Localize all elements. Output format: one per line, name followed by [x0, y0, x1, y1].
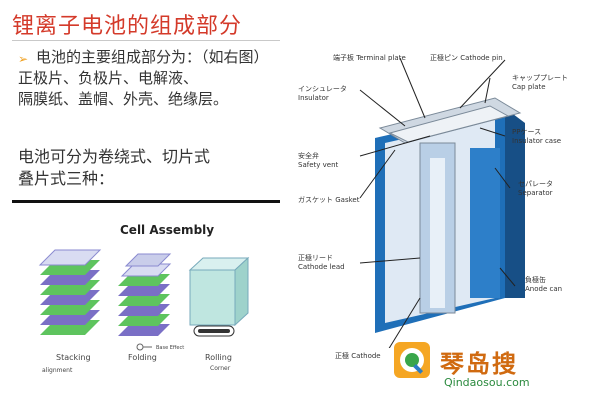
bullet-line-3: 隔膜纸、盖帽、外壳、绝缘层。 [18, 90, 229, 108]
title-rule [12, 40, 280, 41]
section-divider [12, 200, 280, 203]
stacking-stack-illustration [38, 249, 102, 335]
assembly-label-folding: Folding [128, 353, 157, 362]
slide-title: 锂离子电池的组成部分 [12, 14, 243, 39]
label-anode-can-en: Anode can [525, 285, 563, 293]
label-cathode-pin: 正極ピン Cathode pin [430, 54, 503, 62]
label-cathode-lead-jp: 正極リード [298, 254, 333, 262]
label-insulator-case-jp: PPケース [512, 128, 542, 136]
label-insulator-case-en: Insulator case [512, 137, 562, 145]
assembly-small-alignment: alignment [42, 367, 73, 374]
assembly-label-rolling: Rolling [205, 353, 232, 362]
types-line-1: 电池可分为卷绕式、切片式 [18, 147, 211, 166]
label-separator-jp: セパレータ [518, 180, 553, 188]
rolling-illustration [188, 256, 250, 337]
label-cathode: 正極 Cathode [335, 352, 381, 360]
types-line-2: 叠片式三种： [18, 169, 115, 188]
label-separator-en: Separator [518, 189, 553, 197]
label-safety-vent-jp: 安全弁 [298, 152, 319, 160]
label-cathode-lead-en: Cathode lead [298, 263, 345, 271]
label-terminal-plate: 端子板 Terminal plate [333, 54, 406, 62]
watermark-logo-icon [394, 342, 430, 378]
watermark-name: 琴岛搜 [440, 350, 518, 378]
bullet-line-1: 电池的主要组成部分为：（如右图） [36, 48, 269, 66]
label-safety-vent-en: Safety vent [298, 161, 339, 169]
watermark-url: Qindaosou.com [444, 376, 530, 389]
battery-cross-section-diagram [359, 57, 525, 348]
label-cap-plate-en: Cap plate [512, 83, 546, 91]
label-insulator-jp: インシュレータ [298, 85, 347, 93]
label-anode-can-jp: 負極缶 [525, 276, 546, 284]
cell-assembly-title: Cell Assembly [120, 223, 215, 237]
assembly-small-corner: Corner [210, 365, 231, 372]
label-cap-plate-jp: キャッププレート [512, 74, 568, 82]
bullet-line-2: 正极片、负极片、电解液、 [18, 69, 199, 87]
bullet-arrow-icon: ➢ [18, 52, 29, 66]
assembly-small-base-effect: Base Effect [156, 345, 185, 351]
label-insulator-en: Insulator [298, 94, 329, 102]
label-gasket: ガスケット Gasket [298, 196, 360, 204]
folding-stack-illustration [118, 253, 172, 336]
cell-assembly-illustration [38, 249, 250, 351]
assembly-label-stacking: Stacking [56, 353, 91, 362]
